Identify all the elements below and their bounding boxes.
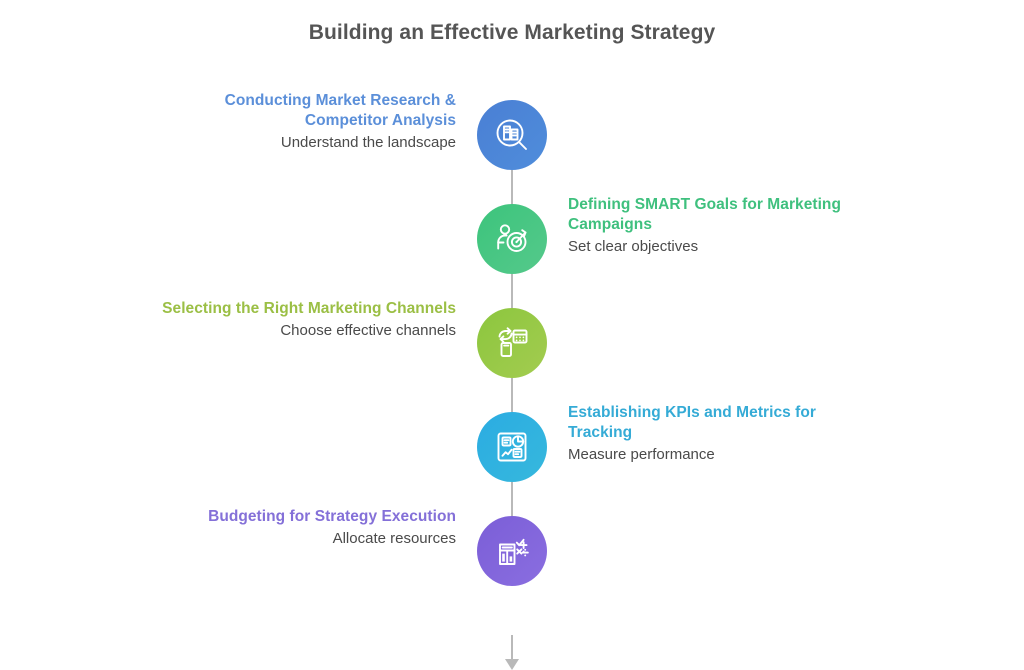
step-subtitle: Understand the landscape (280, 134, 456, 151)
step-text-block: Conducting Market Research & Competitor … (156, 91, 456, 153)
step-node-icon-circle[interactable] (477, 100, 547, 170)
step-subtitle: Measure performance (568, 446, 715, 463)
step-node-icon-circle[interactable] (477, 516, 547, 586)
step-node-icon-circle[interactable] (477, 204, 547, 274)
calculator-math-budget-icon (492, 531, 532, 571)
phone-calculator-channels-icon (492, 323, 532, 363)
step-subtitle: Set clear objectives (568, 238, 699, 255)
step-heading: Budgeting for Strategy Execution (208, 508, 456, 525)
connector-line-4 (511, 482, 513, 516)
dashboard-metrics-icon (492, 427, 532, 467)
step-node-icon-circle[interactable] (477, 412, 547, 482)
step-text-block: Selecting the Right Marketing Channels C… (156, 299, 456, 341)
person-target-icon (492, 219, 532, 259)
process-timeline: Conducting Market Research & Competitor … (0, 92, 1024, 670)
step-heading: Selecting the Right Marketing Channels (162, 300, 456, 317)
timeline-step: Defining SMART Goals for Marketing Campa… (0, 196, 1024, 274)
step-subtitle: Allocate resources (332, 530, 456, 547)
connector-line-2 (511, 274, 513, 308)
step-heading: Establishing KPIs and Metrics for Tracki… (568, 404, 816, 441)
timeline-step: Establishing KPIs and Metrics for Tracki… (0, 404, 1024, 482)
step-heading: Defining SMART Goals for Marketing Campa… (568, 196, 841, 233)
connector-line-3 (511, 378, 513, 412)
step-node-icon-circle[interactable] (477, 308, 547, 378)
step-text-block: Budgeting for Strategy Execution Allocat… (156, 507, 456, 549)
timeline-step: Conducting Market Research & Competitor … (0, 92, 1024, 170)
step-text-block: Defining SMART Goals for Marketing Campa… (568, 195, 868, 257)
down-arrow-icon (505, 659, 519, 670)
step-text-block: Establishing KPIs and Metrics for Tracki… (568, 403, 868, 465)
timeline-step: Selecting the Right Marketing Channels C… (0, 300, 1024, 378)
connector-line-1 (511, 170, 513, 204)
timeline-step: Budgeting for Strategy Execution Allocat… (0, 508, 1024, 586)
step-subtitle: Choose effective channels (280, 322, 456, 339)
step-heading: Conducting Market Research & Competitor … (224, 92, 456, 129)
magnifier-document-icon (492, 115, 532, 155)
page-title: Building an Effective Marketing Strategy (308, 21, 716, 44)
